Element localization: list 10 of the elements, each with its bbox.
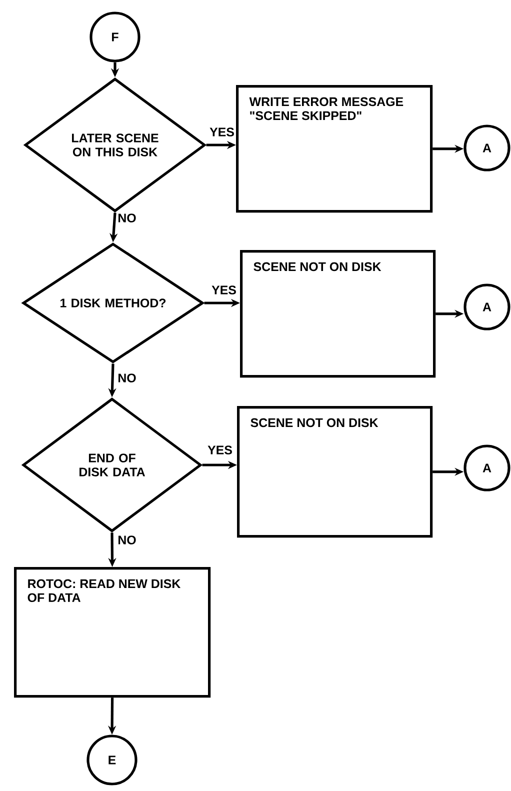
process-box: SCENE NOT ON DISK xyxy=(237,406,433,538)
edge-label: NO xyxy=(116,372,138,384)
process-box: WRITE ERROR MESSAGE "SCENE SKIPPED" xyxy=(236,85,433,213)
process-box: ROTOC: READ NEW DISK OF DATA xyxy=(14,567,211,698)
edge-label: NO xyxy=(116,212,138,224)
edge-label: YES xyxy=(206,444,234,456)
edge-label: YES xyxy=(208,126,236,138)
process-box: SCENE NOT ON DISK xyxy=(240,250,436,378)
edge-label: NO xyxy=(116,534,138,546)
edge-label: YES xyxy=(210,284,238,296)
